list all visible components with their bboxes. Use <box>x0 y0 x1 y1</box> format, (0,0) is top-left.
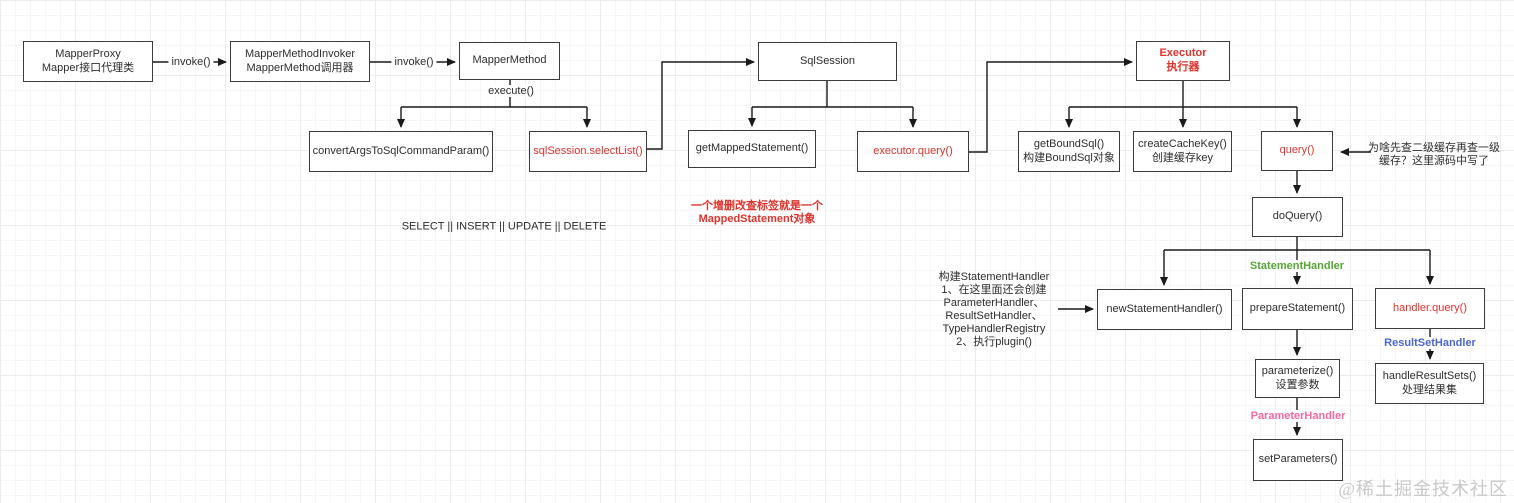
node-subtitle: 执行器 <box>1166 61 1200 73</box>
node-query: query() <box>1261 131 1333 171</box>
node-parameterize: parameterize() 设置参数 <box>1255 359 1340 398</box>
note-line: 缓存？这里源码中写了 <box>1379 155 1489 167</box>
note-line: 一个增删改查标签就是一个 <box>691 200 823 212</box>
note-line: MappedStatement对象 <box>698 213 816 225</box>
node-handle-result-sets: handleResultSets() 处理结果集 <box>1375 363 1484 404</box>
node-title: getMappedStatement() <box>695 142 809 155</box>
node-mapper-method: MapperMethod <box>459 42 560 80</box>
node-title: query() <box>1279 144 1315 157</box>
node-do-query: doQuery() <box>1252 197 1343 237</box>
node-title: doQuery() <box>1272 210 1323 223</box>
node-get-bound-sql: getBoundSql() 构建BoundSql对象 <box>1018 131 1120 172</box>
node-set-parameters: setParameters() <box>1253 439 1343 481</box>
node-title: handler.query() <box>1393 301 1467 314</box>
node-executor-query: executor.query() <box>857 131 969 172</box>
node-subtitle: 创建缓存key <box>1151 151 1214 164</box>
node-sqlsession-selectlist: sqlSession.selectList() <box>529 131 647 172</box>
node-subtitle: 构建BoundSql对象 <box>1023 151 1115 164</box>
node-sql-session: SqlSession <box>758 42 897 81</box>
note-mapped-statement: 一个增删改查标签就是一个 MappedStatement对象 <box>691 200 823 226</box>
node-create-cache-key: createCacheKey() 创建缓存key <box>1133 131 1232 172</box>
note-build-statement-handler: 构建StatementHandler 1、在这里面还会创建 ParameterH… <box>939 271 1050 349</box>
node-subtitle: Mapper接口代理类 <box>41 61 135 74</box>
edge-label-execute: execute() <box>485 85 537 97</box>
node-title: Executor <box>1159 47 1207 60</box>
node-title: createCacheKey() <box>1138 137 1227 150</box>
node-title: handleResultSets() <box>1382 369 1477 382</box>
note-sql-tags: SELECT || INSERT || UPDATE || DELETE <box>401 220 607 233</box>
node-subtitle: MapperMethod调用器 <box>246 61 354 74</box>
node-title: SqlSession <box>799 54 856 67</box>
edge-label-statement-handler: StatementHandler <box>1246 260 1348 272</box>
juejin-watermark: @稀土掘金技术社区 <box>1338 479 1508 499</box>
node-mapper-method-invoker: MapperMethodInvoker MapperMethod调用器 <box>230 41 370 82</box>
node-convert-args-to-sql-command-param: convertArgsToSqlCommandParam() <box>309 131 493 172</box>
edge-doquery-trunk <box>1164 237 1430 251</box>
edge-label-invoke-2: invoke() <box>391 56 437 68</box>
edge-executor-trunk <box>1069 81 1297 108</box>
edge-selectlist-to-sqlsession <box>647 58 755 150</box>
note-cache-order: 为啥先查二级缓存再查一级 缓存？这里源码中写了 <box>1368 142 1500 168</box>
node-title: MapperMethod <box>472 54 547 67</box>
edge-label-invoke-1: invoke() <box>168 56 214 68</box>
note-line: 为啥先查二级缓存再查一级 <box>1368 142 1500 154</box>
node-title: parameterize() <box>1261 364 1334 377</box>
node-executor: Executor 执行器 <box>1136 41 1230 81</box>
node-title: MapperMethodInvoker <box>244 47 356 60</box>
note-line: TypeHandlerRegistry <box>942 323 1046 335</box>
node-new-statement-handler: newStatementHandler() <box>1097 289 1232 330</box>
node-title: convertArgsToSqlCommandParam() <box>312 144 490 157</box>
edge-sqlsession-trunk <box>752 81 913 108</box>
node-mapper-proxy: MapperProxy Mapper接口代理类 <box>23 41 153 82</box>
node-handler-query: handler.query() <box>1375 288 1485 329</box>
node-title: MapperProxy <box>55 47 121 60</box>
note-line: ResultSetHandler、 <box>945 310 1043 322</box>
note-line: ParameterHandler、 <box>943 297 1045 309</box>
note-line: 2、执行plugin() <box>956 336 1032 348</box>
node-subtitle: 设置参数 <box>1275 378 1320 391</box>
node-title: prepareStatement() <box>1249 302 1346 315</box>
node-prepare-statement: prepareStatement() <box>1242 288 1353 330</box>
node-subtitle: 处理结果集 <box>1402 383 1457 396</box>
node-title: newStatementHandler() <box>1106 302 1223 315</box>
edge-label-parameter-handler: ParameterHandler <box>1247 410 1349 422</box>
node-get-mapped-statement: getMappedStatement() <box>688 130 816 168</box>
note-line: 构建StatementHandler <box>938 271 1050 283</box>
note-line: 1、在这里面还会创建 <box>941 284 1047 296</box>
node-title: setParameters() <box>1258 453 1338 466</box>
node-title: getBoundSql() <box>1033 137 1105 150</box>
edge-executorquery-to-executor <box>969 58 1133 153</box>
node-title: sqlSession.selectList() <box>533 144 643 157</box>
edge-label-result-set-handler: ResultSetHandler <box>1381 337 1479 349</box>
node-title: executor.query() <box>873 144 953 157</box>
